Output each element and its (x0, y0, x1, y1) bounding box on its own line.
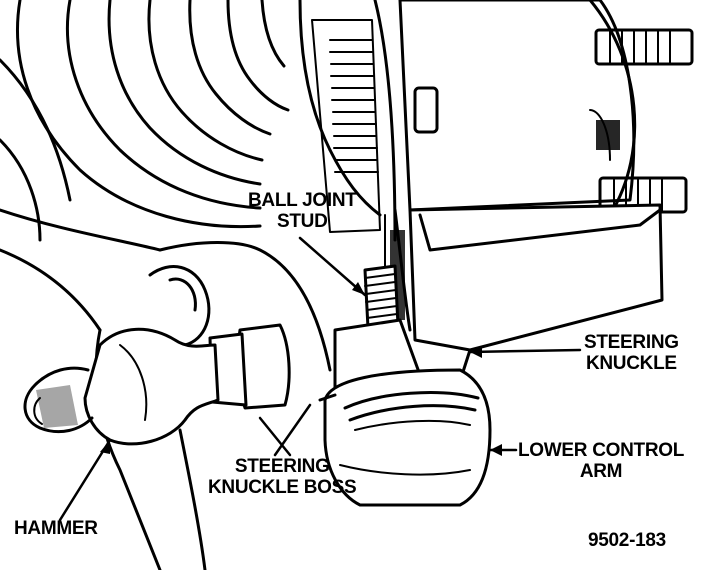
steering-knuckle-label: STEERING KNUCKLE (584, 332, 679, 374)
suspension-arm-drawing (0, 208, 332, 570)
ball-joint-stud-label-line2: STUD (277, 211, 328, 232)
ball-joint-stud-label: BALL JOINT STUD (248, 190, 357, 232)
arrowhead-steering-knuckle (470, 346, 482, 358)
tone-ring-drawing (311, 19, 381, 233)
lower-control-arm-drawing (318, 368, 492, 507)
hammer-drawing (23, 323, 291, 446)
arrowhead-lower-control-arm (490, 444, 502, 456)
arrowhead-hammer (100, 440, 110, 454)
cv-boot-drawing (0, 0, 382, 242)
lower-control-arm-label-line1: LOWER CONTROL (518, 440, 685, 461)
steering-knuckle-boss-label-line1: STEERING (234, 456, 330, 477)
arrowhead-ball-joint (352, 282, 365, 295)
steering-knuckle-boss-label: STEERING KNUCKLE BOSS (208, 456, 357, 498)
lower-control-arm-label-line2: ARM (579, 461, 623, 482)
lower-control-arm-label: LOWER CONTROL ARM (518, 440, 684, 482)
steering-knuckle-boss-label-line2: KNUCKLE BOSS (208, 477, 357, 498)
steering-knuckle-label-line1: STEERING (584, 332, 679, 353)
figure-id: 9502-183 (588, 530, 666, 551)
hammer-label: HAMMER (14, 518, 98, 539)
ball-joint-stud-label-line1: BALL JOINT (248, 190, 357, 211)
steering-knuckle-label-line2: KNUCKLE (585, 353, 677, 374)
steering-knuckle-drawing (384, 203, 664, 402)
leader-lines (58, 236, 582, 522)
